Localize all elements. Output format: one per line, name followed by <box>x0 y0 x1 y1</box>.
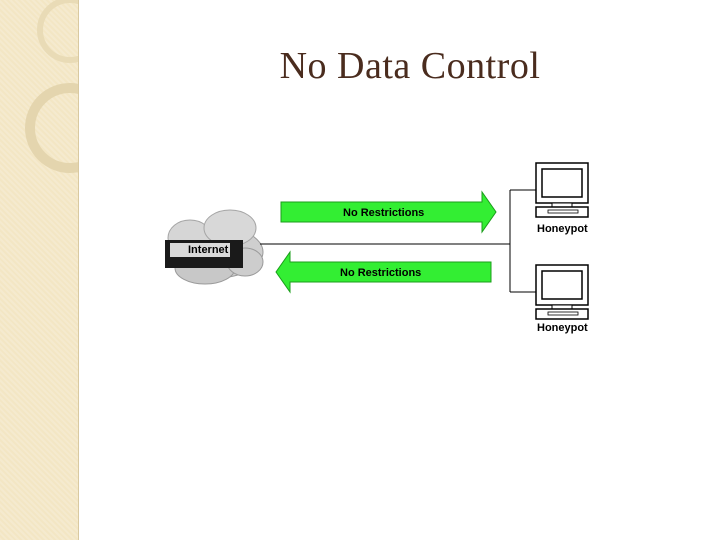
honeypot-computer-2 <box>535 264 589 320</box>
outbound-arrow <box>280 190 497 234</box>
inbound-arrow-label: No Restrictions <box>340 267 421 279</box>
ornament-ring-large <box>25 83 78 173</box>
outbound-arrow-label: No Restrictions <box>343 207 424 219</box>
sidebar-ornament <box>25 0 78 173</box>
slide-title: No Data Control <box>279 45 541 87</box>
honeypot-label-1: Honeypot <box>537 223 588 235</box>
inbound-arrow <box>275 250 492 294</box>
ornament-ring-top <box>37 0 78 63</box>
internet-label: Internet <box>188 244 229 256</box>
honeypot-computer-1 <box>535 162 589 218</box>
honeypot-label-2: Honeypot <box>537 322 588 334</box>
internet-cloud <box>165 209 264 285</box>
decorative-sidebar <box>0 0 79 540</box>
